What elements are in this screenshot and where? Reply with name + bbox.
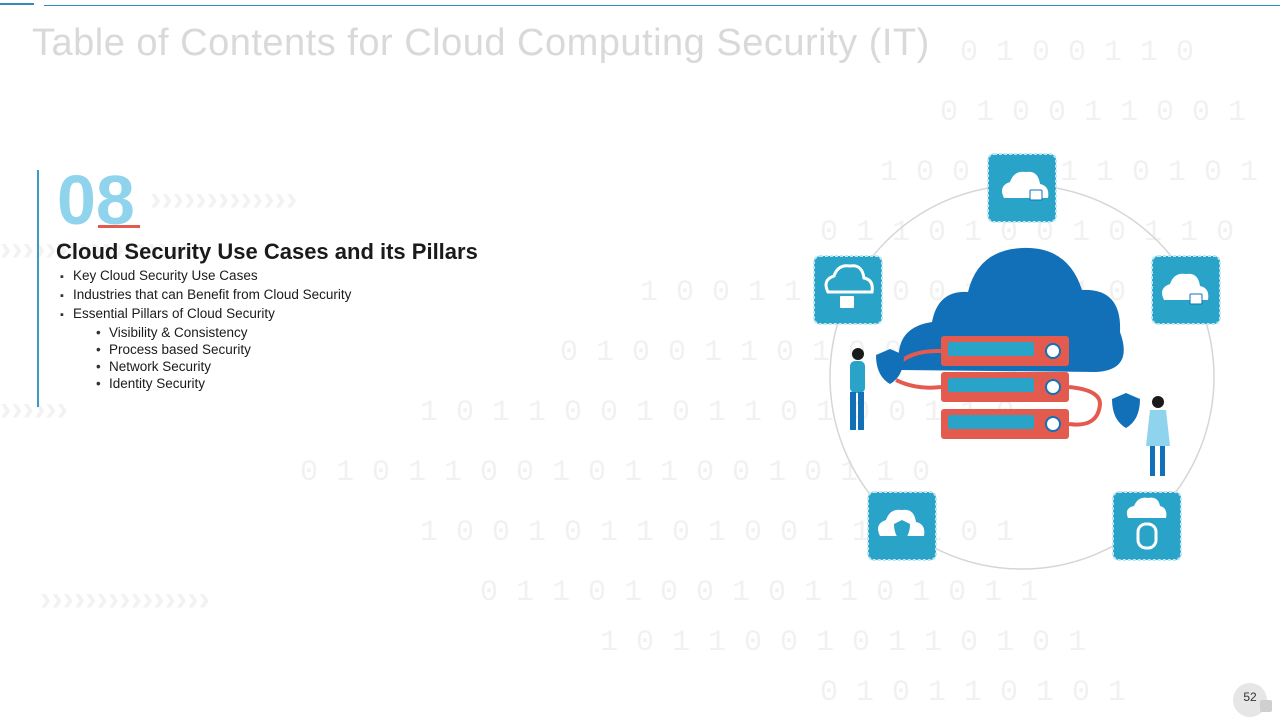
cloud-lock-icon [987,153,1057,223]
toc-subitem: Visibility & Consistency [60,324,351,341]
svg-text:›››››››››››››: ››››››››››››› [150,180,297,218]
cable [895,378,942,390]
svg-text:››››››: ›››››› [0,390,68,428]
svg-text:0 1 0 1 1 0 1 0 1: 0 1 0 1 1 0 1 0 1 [820,676,1126,710]
svg-text:0 1 0 0 1 1 0: 0 1 0 0 1 1 0 [960,36,1194,70]
svg-text:1 0 0 1 0 1 1 0 1 0 1: 1 0 0 1 0 1 1 0 1 0 1 [880,156,1258,190]
section-heading: Cloud Security Use Cases and its Pillars [56,239,478,264]
person-left-illustration [850,348,865,430]
cable [1068,385,1103,427]
toc-subitem: Identity Security [60,375,351,392]
top-accent-line-left [0,3,34,5]
page-badge-lock-icon [1233,683,1272,717]
svg-text:1 0 1 1 0 0 1 0 1 1 0 1 0 1: 1 0 1 1 0 0 1 0 1 1 0 1 0 1 [600,626,1086,660]
section-number-underline [98,225,140,228]
svg-text:›››››››››››››››››: ››››››››››››››››› [0,230,192,268]
section-accent-line [37,170,39,407]
person-right-illustration [1146,396,1170,476]
toc-list: Key Cloud Security Use Cases Industries … [60,267,351,392]
svg-text:0 1 0 1 1 0 0 1 0 1 1 0 0 1 0: 0 1 0 1 1 0 0 1 0 1 1 0 0 1 0 1 1 0 [300,456,930,490]
toc-subitem: Process based Security [60,341,351,358]
cloud-unlock-icon [813,255,883,325]
toc-item: Industries that can Benefit from Cloud S… [60,286,351,305]
page-number: 52 [1243,690,1257,704]
cloud-shield-icon [867,491,937,561]
shield-icon [876,349,1140,428]
toc-subitem: Network Security [60,358,351,375]
section-number: 08 [57,161,135,239]
cloud-user-lock-icon [1112,491,1182,561]
toc-item: Key Cloud Security Use Cases [60,267,351,286]
svg-text:1 0 1 1 0 0 1 0 1 1 0 1 0 0 1: 1 0 1 1 0 0 1 0 1 1 0 1 0 0 1 1 0 [420,396,1014,430]
toc-item: Essential Pillars of Cloud Security [60,305,351,324]
top-accent-line [44,5,1280,6]
cloud-security-illustration [813,153,1221,570]
page-title: Table of Contents for Cloud Computing Se… [32,22,930,64]
svg-text:0 1 1 0 1 0 0 1 0 1 1 0 1 0 1: 0 1 1 0 1 0 0 1 0 1 1 0 1 0 1 1 [480,576,1038,610]
svg-text:›››››››››››››››: ››››››››››››››› [40,580,210,618]
cloud-padlock-icon [1151,255,1221,325]
svg-text:0 1 0 0 1 1 0 0 1: 0 1 0 0 1 1 0 0 1 [940,96,1246,130]
server-rack-icon [941,336,1069,439]
